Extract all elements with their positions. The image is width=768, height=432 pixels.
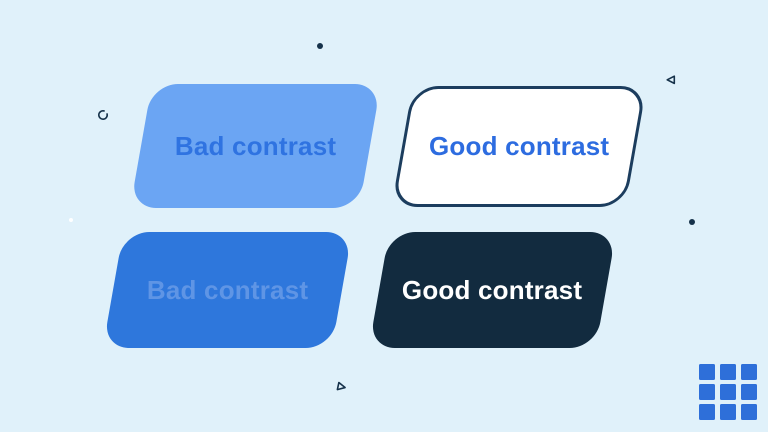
card-label: Good contrast [402,274,583,305]
card-label: Bad contrast [174,130,337,161]
dot-decoration [689,219,695,225]
grid-logo-cell [720,384,736,400]
grid-logo-cell [741,364,757,380]
triangle-right-icon [336,381,346,391]
dot-decoration [317,43,323,49]
card-bad-contrast-light: Bad contrast [130,84,381,208]
grid-logo-cell [699,384,715,400]
card-good-contrast-outlined: Good contrast [391,86,647,207]
card-label: Good contrast [428,131,610,161]
circle-arc-icon [98,110,108,120]
card-label: Bad contrast [146,274,309,305]
card-good-contrast-dark: Good contrast [368,232,617,348]
grid-logo-cell [720,364,736,380]
grid-logo-cell [699,364,715,380]
card-bad-contrast-solid: Bad contrast [102,232,353,348]
grid-logo [699,364,757,420]
grid-logo-cell [741,384,757,400]
grid-logo-cell [699,404,715,420]
grid-logo-cell [720,404,736,420]
triangle-left-icon [666,75,676,85]
grid-logo-cell [741,404,757,420]
white-dot-decoration [69,218,73,222]
